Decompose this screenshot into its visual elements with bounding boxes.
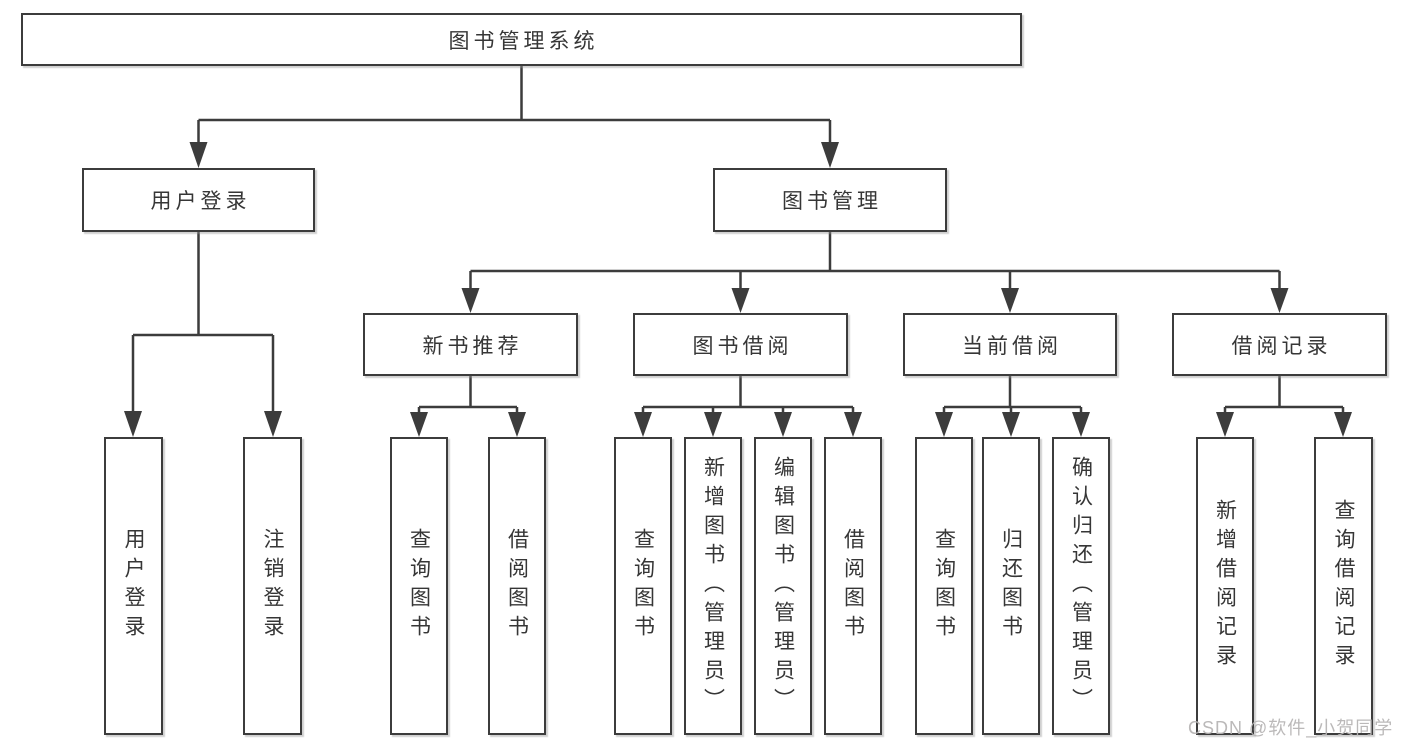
- connector-new-book-recommend: [417, 376, 519, 412]
- leaf-query-books-current: 查询图书: [915, 437, 973, 735]
- node-new-book-recommend: 新书推荐: [363, 313, 578, 376]
- connector-user-login: [131, 232, 275, 411]
- arrow-down-icon: [634, 412, 652, 437]
- arrow-down-icon: [821, 142, 839, 168]
- arrow-down-icon: [264, 411, 282, 437]
- leaf-borrow-books: 借阅图书: [824, 437, 882, 735]
- watermark: CSDN @软件_小贺同学: [1188, 718, 1394, 738]
- node-root: 图书管理系统: [21, 13, 1022, 66]
- arrow-down-icon: [1001, 288, 1019, 313]
- arrow-down-icon: [508, 412, 526, 437]
- arrow-down-icon: [124, 411, 142, 437]
- arrow-down-icon: [189, 142, 208, 168]
- connector-book-management: [469, 232, 1281, 288]
- connector-current-borrow: [942, 376, 1083, 412]
- node-book-management: 图书管理: [713, 168, 947, 232]
- arrow-down-icon: [704, 412, 722, 437]
- node-borrow-records: 借阅记录: [1172, 313, 1387, 376]
- arrow-down-icon: [1334, 412, 1352, 437]
- arrow-down-icon: [1270, 288, 1289, 313]
- leaf-query-borrow-record: 查询借阅记录: [1314, 437, 1373, 735]
- leaf-logout: 注销登录: [243, 437, 302, 735]
- arrow-down-icon: [461, 288, 480, 313]
- arrow-down-icon: [410, 412, 428, 437]
- connector-borrow-records: [1223, 376, 1345, 412]
- leaf-edit-book-admin: 编辑图书（管理员）: [754, 437, 812, 735]
- arrow-down-icon: [1216, 412, 1234, 437]
- arrow-down-icon: [774, 412, 792, 437]
- arrow-down-icon: [935, 412, 953, 437]
- leaf-query-books-borrow: 查询图书: [614, 437, 672, 735]
- leaf-confirm-return-admin: 确认归还（管理员）: [1052, 437, 1110, 735]
- arrow-down-icon: [1002, 412, 1020, 437]
- node-current-borrow: 当前借阅: [903, 313, 1117, 376]
- connector-book-borrow: [641, 376, 855, 412]
- leaf-add-borrow-record: 新增借阅记录: [1196, 437, 1254, 735]
- connector-root: [197, 66, 832, 142]
- arrow-down-icon: [1072, 412, 1090, 437]
- leaf-borrow-books-recommend: 借阅图书: [488, 437, 546, 735]
- leaf-user-login: 用户登录: [104, 437, 163, 735]
- leaf-return-books: 归还图书: [982, 437, 1040, 735]
- arrow-down-icon: [731, 288, 750, 313]
- node-user-login: 用户登录: [82, 168, 315, 232]
- node-book-borrow: 图书借阅: [633, 313, 848, 376]
- leaf-add-book-admin: 新增图书（管理员）: [684, 437, 742, 735]
- arrow-down-icon: [844, 412, 862, 437]
- leaf-query-books-recommend: 查询图书: [390, 437, 448, 735]
